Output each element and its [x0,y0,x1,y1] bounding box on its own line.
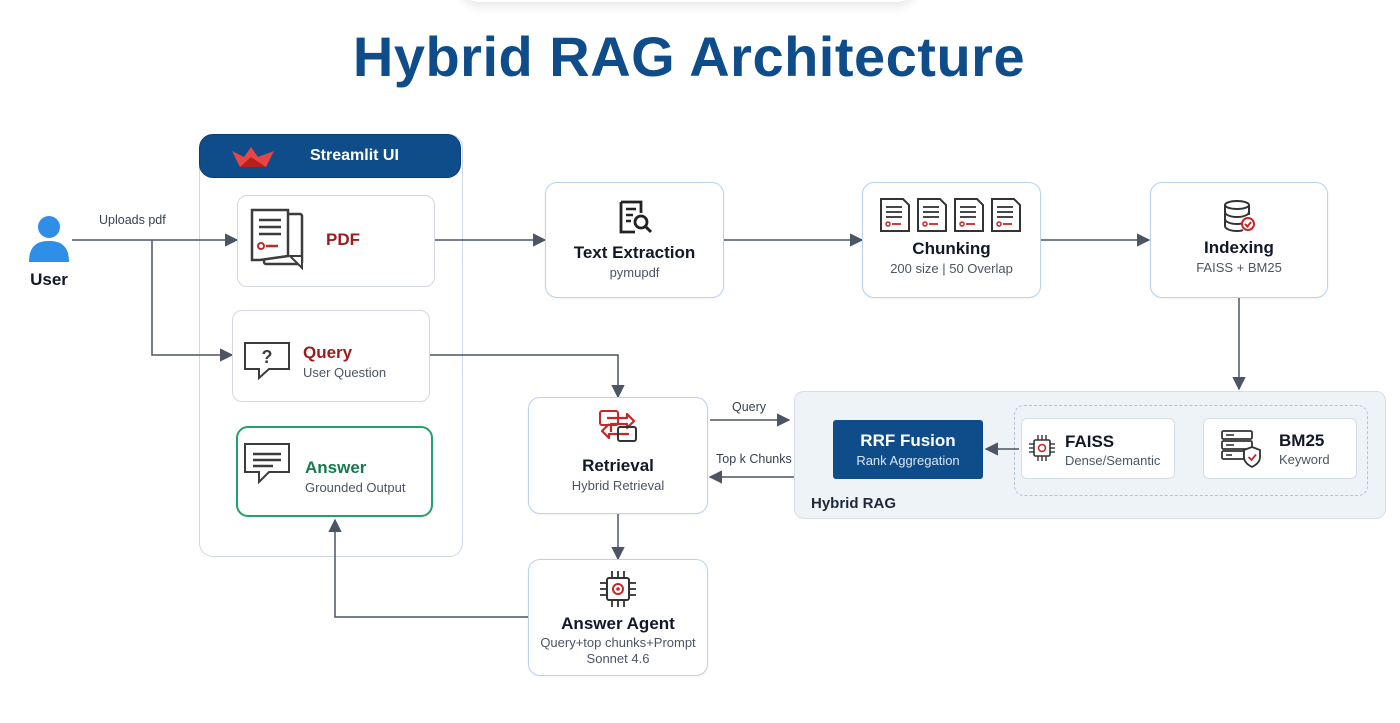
pdf-card[interactable]: PDF [237,195,435,287]
query-card[interactable]: ? Query User Question [232,310,430,402]
text-extraction-subtitle: pymupdf [609,265,660,280]
document-search-icon [619,200,652,234]
svg-text:?: ? [262,347,273,367]
text-extraction-card[interactable]: Text Extraction pymupdf [545,182,724,298]
user-icon [29,216,69,262]
refresh-cycle-icon [599,410,637,442]
indexing-subtitle: FAISS + BM25 [1196,260,1282,275]
edge-agent-answer [328,518,528,618]
answer-card[interactable]: Answer Grounded Output [236,426,433,517]
question-bubble-icon: ? [244,342,290,381]
answer-title: Answer [305,458,367,477]
edge-user-query [151,240,234,362]
database-check-icon [1224,200,1255,232]
answer-agent-line1: Query+top chunks+Prompt [540,635,696,650]
bm25-subtitle: Keyword [1279,452,1330,467]
page-title: Hybrid RAG Architecture [352,25,1026,88]
faiss-chip-icon [1029,435,1055,461]
user-label: User [30,270,68,289]
indexing-card[interactable]: Indexing FAISS + BM25 [1150,182,1328,298]
answer-agent-card[interactable]: Answer Agent Query+top chunks+Prompt Son… [528,559,708,676]
chunking-title: Chunking [912,239,991,258]
answer-agent-title: Answer Agent [561,614,675,633]
retrieval-subtitle: Hybrid Retrieval [571,478,665,493]
retrieval-title: Retrieval [582,456,654,475]
chunking-card[interactable]: Chunking 200 size | 50 Overlap [862,182,1041,298]
query-title: Query [303,343,353,362]
top-shadow [462,0,914,2]
indexing-title: Indexing [1204,238,1274,257]
user-node: User [18,214,80,290]
faiss-title: FAISS [1065,432,1115,451]
rrf-title: RRF Fusion [860,431,956,450]
processor-chip-icon [600,571,636,607]
answer-bubble-icon [244,443,290,485]
edge-query-retrieval [428,354,625,399]
bm25-card[interactable]: BM25 Keyword [1203,418,1357,479]
retriever-group [1014,405,1368,496]
pdf-label: PDF [326,230,360,249]
streamlit-crown-icon [232,147,274,167]
answer-subtitle: Grounded Output [305,480,406,495]
streamlit-title: Streamlit UI [310,147,399,164]
edge-label-top-k: Top k Chunks [716,452,792,466]
edge-label-uploads-pdf: Uploads pdf [99,213,166,227]
faiss-card[interactable]: FAISS Dense/Semantic [1021,418,1175,479]
streamlit-header: Streamlit UI [199,134,461,178]
edge-label-query: Query [732,400,767,414]
rrf-fusion-card[interactable]: RRF Fusion Rank Aggregation [833,420,983,479]
retrieval-card[interactable]: Retrieval Hybrid Retrieval [528,397,708,514]
chunk-doc-1 [879,198,910,232]
text-extraction-title: Text Extraction [573,243,696,262]
pdf-document-icon [250,208,304,271]
chunking-subtitle: 200 size | 50 Overlap [890,261,1013,276]
query-subtitle: User Question [303,365,387,380]
chunks-icon [879,198,1021,232]
bm25-title: BM25 [1279,431,1325,450]
hybrid-rag-label: Hybrid RAG [811,495,897,512]
answer-agent-line2: Sonnet 4.6 [586,651,650,666]
faiss-subtitle: Dense/Semantic [1065,453,1161,468]
server-shield-icon [1221,430,1261,469]
rrf-subtitle: Rank Aggregation [856,453,960,468]
